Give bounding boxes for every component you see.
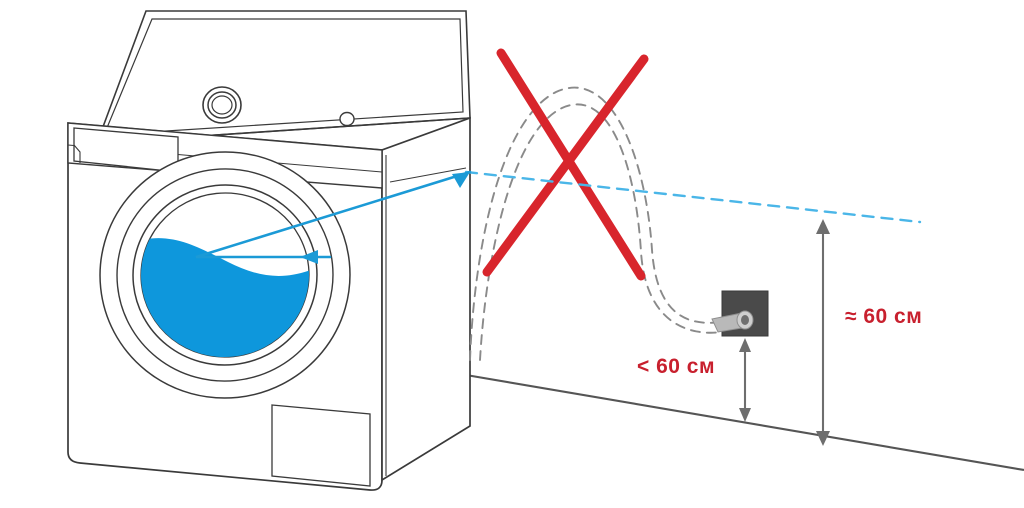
water-level-arrow [195,170,472,264]
drain-hose [469,86,723,361]
outlet-height-dimension [739,338,751,422]
floor-line-group [465,373,1024,472]
filter-hatch [271,404,371,487]
loop-height-dimension [816,219,830,446]
washing-machine [67,10,471,491]
drain-outlet [711,290,769,337]
water-level-line [464,170,922,224]
control-button [339,111,355,127]
top-panel [95,10,471,144]
loop-height-label: ≈ 60 см [845,305,923,328]
body-side [381,116,471,482]
control-knob [202,86,242,124]
door-porthole [99,151,351,399]
outlet-height-label: < 60 см [637,355,716,378]
red-x-mark [482,48,649,281]
